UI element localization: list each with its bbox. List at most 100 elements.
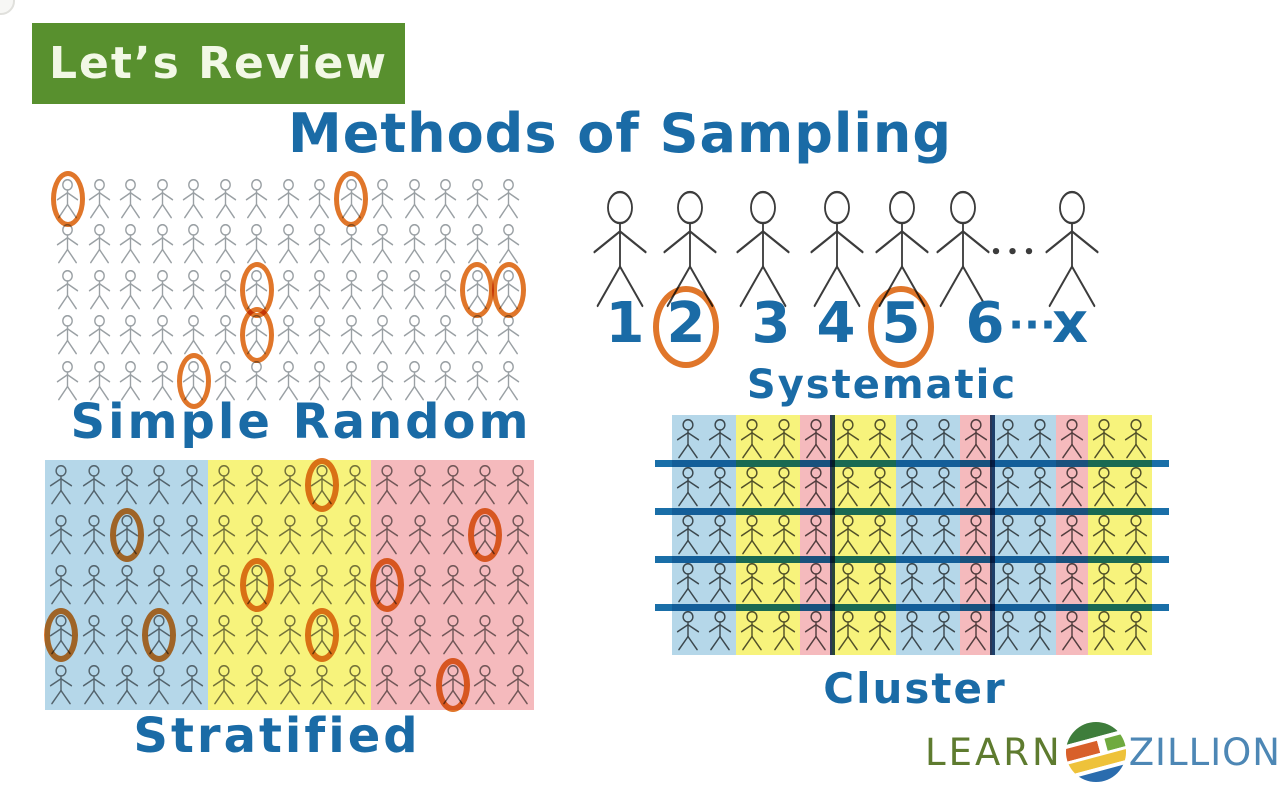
stick-figure-icon [278, 515, 301, 555]
stick-figure [440, 515, 466, 555]
stick-figure-icon [466, 269, 488, 310]
stick-figure-icon [147, 665, 171, 705]
stick-figure [440, 615, 466, 655]
stick-figure [114, 465, 140, 505]
number-label: 4 [816, 291, 856, 356]
stick-figure [472, 515, 498, 555]
stick-figure [1027, 419, 1053, 459]
stick-figure-icon [277, 178, 299, 219]
stick-figure-icon [473, 465, 497, 505]
cluster-label: Cluster [823, 664, 1007, 713]
stick-figure [277, 465, 303, 505]
stick-figure-icon [1060, 611, 1084, 651]
stick-figure-icon [996, 611, 1020, 651]
stick-figure-icon [403, 178, 425, 219]
stick-figure [339, 224, 364, 264]
stick-figure-icon [498, 315, 520, 355]
stick-figure-icon [772, 419, 796, 459]
stick-figure [465, 178, 490, 219]
stick-figure [1059, 467, 1085, 507]
stick-figure [739, 467, 765, 507]
stick-figure [931, 611, 957, 651]
stick-figure-icon [376, 565, 399, 605]
stick-figure-icon [1060, 467, 1084, 507]
stick-figure-icon [245, 615, 269, 655]
stick-figure-icon [473, 515, 497, 555]
stick-figure [307, 178, 332, 219]
stick-figure-icon [676, 467, 700, 507]
stick-figure-icon [372, 269, 394, 310]
stick-figure [339, 269, 364, 310]
stick-figure-icon [376, 465, 399, 505]
stick-figure [211, 615, 237, 655]
stick-figure [1027, 563, 1053, 603]
stick-figure-icon [246, 269, 268, 310]
stick-figure [181, 269, 206, 310]
number-label: 5 [881, 291, 921, 356]
stick-figure-icon [772, 515, 796, 555]
stick-figure [179, 565, 205, 605]
stick-figure [309, 665, 335, 705]
stick-figure [658, 190, 722, 310]
stick-figure-icon [372, 224, 394, 264]
cluster-column-pink [800, 415, 832, 655]
stick-figure-icon [183, 178, 205, 219]
logo-zillion-text: ZILLION [1128, 730, 1280, 774]
stick-figure [277, 565, 303, 605]
stick-figure [213, 315, 238, 355]
stick-figure [114, 665, 140, 705]
stick-figure-icon [506, 465, 529, 505]
stick-figure [1091, 419, 1117, 459]
stick-figure-icon [498, 269, 520, 310]
stick-figure-icon [82, 665, 106, 705]
stick-figure-icon [343, 615, 366, 655]
stick-figure [342, 465, 368, 505]
stick-figure [771, 563, 797, 603]
stick-figure-icon [1060, 515, 1084, 555]
selection-circle [491, 261, 526, 318]
stick-figure-icon [213, 665, 236, 705]
stick-figure-icon [593, 190, 647, 308]
stick-figure [805, 190, 869, 310]
stick-figure [739, 419, 765, 459]
stick-figure [1123, 563, 1149, 603]
stick-figure-icon [1092, 467, 1116, 507]
stick-figure [81, 515, 107, 555]
stick-figure [505, 565, 531, 605]
stick-figure-icon [180, 515, 203, 555]
stick-figure [505, 665, 531, 705]
stick-figure [114, 565, 140, 605]
stick-figure-icon [408, 665, 432, 705]
cluster-group-divider [829, 415, 835, 655]
stick-figure-icon [180, 465, 203, 505]
selection-circle [435, 658, 470, 712]
stick-figure-icon [836, 515, 860, 555]
stick-figure-icon [441, 565, 464, 605]
stick-figure [707, 515, 733, 555]
stick-figure-icon [868, 611, 892, 651]
stick-figure-icon [506, 615, 529, 655]
selection-circle [460, 261, 495, 318]
stick-figure [307, 315, 332, 355]
stick-figure [835, 563, 861, 603]
stick-figure [181, 178, 206, 219]
stick-figure-icon [57, 224, 79, 264]
stick-figure [995, 467, 1021, 507]
stick-figure [465, 269, 490, 310]
stick-figure [87, 178, 112, 219]
stick-figure [244, 269, 269, 310]
selection-circle [239, 307, 274, 364]
selection-circle [239, 261, 274, 318]
stick-figure-icon [435, 315, 457, 355]
stick-figure [963, 419, 989, 459]
stick-figure [803, 419, 829, 459]
stick-figure-icon [310, 665, 334, 705]
stick-figure-icon [772, 611, 796, 651]
stick-figure-icon [1124, 563, 1148, 603]
stratified-label: Stratified [133, 708, 421, 764]
cluster-row-divider [655, 604, 1169, 611]
stick-figure [87, 224, 112, 264]
stick-figure-icon [804, 515, 828, 555]
stick-figure [496, 178, 521, 219]
